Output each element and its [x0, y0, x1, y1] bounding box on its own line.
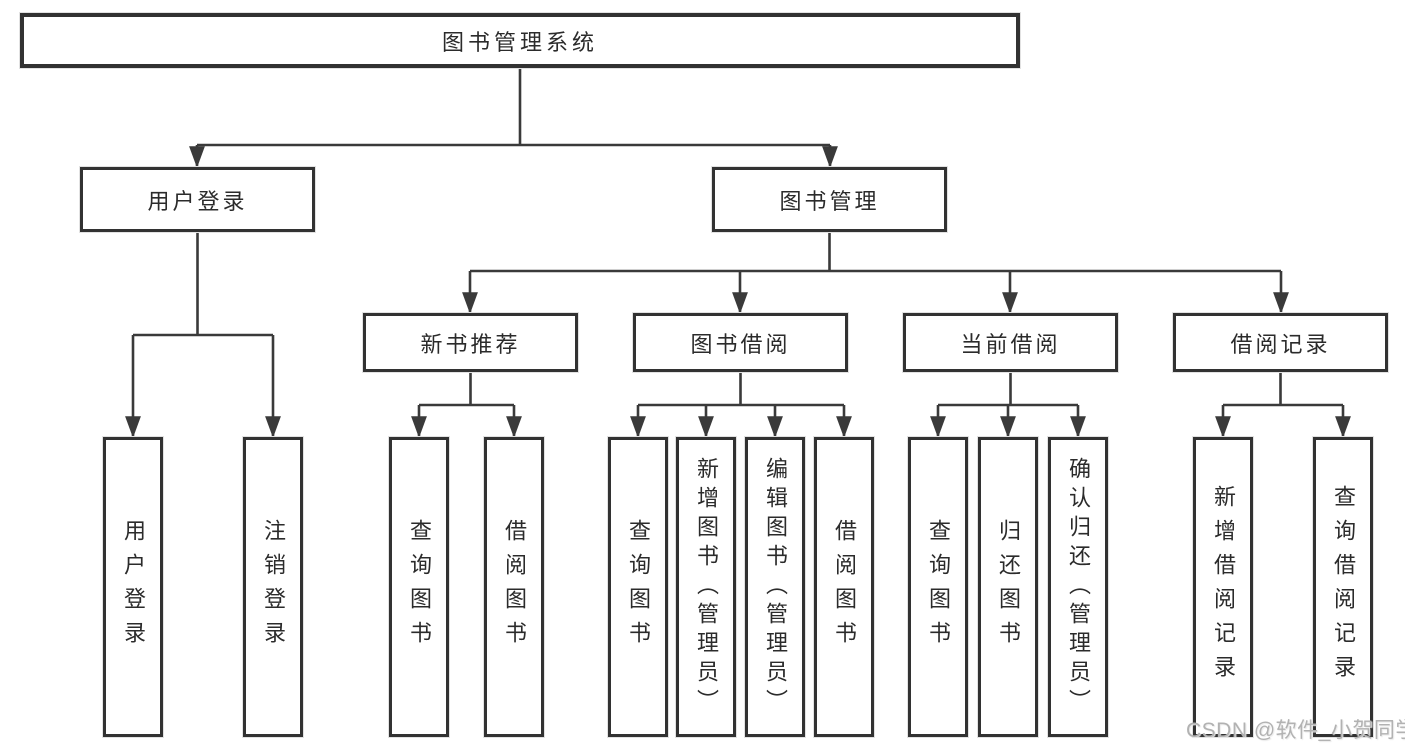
node-book-borrowing: 图书借阅 [633, 313, 848, 372]
node-label: 查询借阅记录 [1331, 485, 1356, 689]
node-label: 当前借阅 [960, 331, 1061, 357]
node-label: 注销登录 [261, 519, 286, 655]
node-label: 新增借阅记录 [1211, 485, 1236, 689]
node-borrowing-records: 借阅记录 [1173, 313, 1388, 372]
node-borrow-add-books-admin: 新增图书（管理员） [676, 437, 736, 737]
node-label: 查询图书 [407, 519, 432, 655]
node-label: 查询图书 [926, 519, 951, 655]
node-label: 借阅记录 [1230, 331, 1331, 357]
node-new-book-recommend: 新书推荐 [363, 313, 578, 372]
node-label: 借阅图书 [832, 519, 857, 655]
node-current-query-books: 查询图书 [908, 437, 968, 737]
node-label: 借阅图书 [502, 519, 527, 655]
node-label: 新书推荐 [420, 331, 521, 357]
node-borrow-query-books: 查询图书 [608, 437, 668, 737]
node-user-login: 用户登录 [80, 167, 315, 232]
node-borrow-edit-books-admin: 编辑图书（管理员） [745, 437, 805, 737]
node-label: 新增图书（管理员） [694, 456, 719, 718]
node-logout: 注销登录 [243, 437, 303, 737]
node-current-borrowing: 当前借阅 [903, 313, 1118, 372]
node-label: 编辑图书（管理员） [763, 456, 788, 718]
node-book-management: 图书管理 [712, 167, 947, 232]
node-newbook-borrow-books: 借阅图书 [484, 437, 544, 737]
node-label: 图书管理 [779, 188, 880, 214]
node-label: 用户登录 [121, 519, 146, 655]
node-user-login-leaf: 用户登录 [103, 437, 163, 737]
node-label: 图书借阅 [690, 331, 791, 357]
node-borrow-borrow-books: 借阅图书 [814, 437, 874, 737]
node-label: 图书管理系统 [441, 29, 598, 55]
node-label: 确认归还（管理员） [1066, 456, 1091, 718]
node-records-query-record: 查询借阅记录 [1313, 437, 1373, 737]
node-current-confirm-return-admin: 确认归还（管理员） [1048, 437, 1108, 737]
node-label: 查询图书 [626, 519, 651, 655]
node-records-add-record: 新增借阅记录 [1193, 437, 1253, 737]
watermark: CSDN @软件_小贺同学 [1186, 719, 1405, 742]
node-current-return-books: 归还图书 [978, 437, 1038, 737]
node-label: 用户登录 [147, 188, 248, 214]
node-label: 归还图书 [996, 519, 1021, 655]
node-newbook-query-books: 查询图书 [389, 437, 449, 737]
node-library-management-system: 图书管理系统 [20, 13, 1020, 68]
